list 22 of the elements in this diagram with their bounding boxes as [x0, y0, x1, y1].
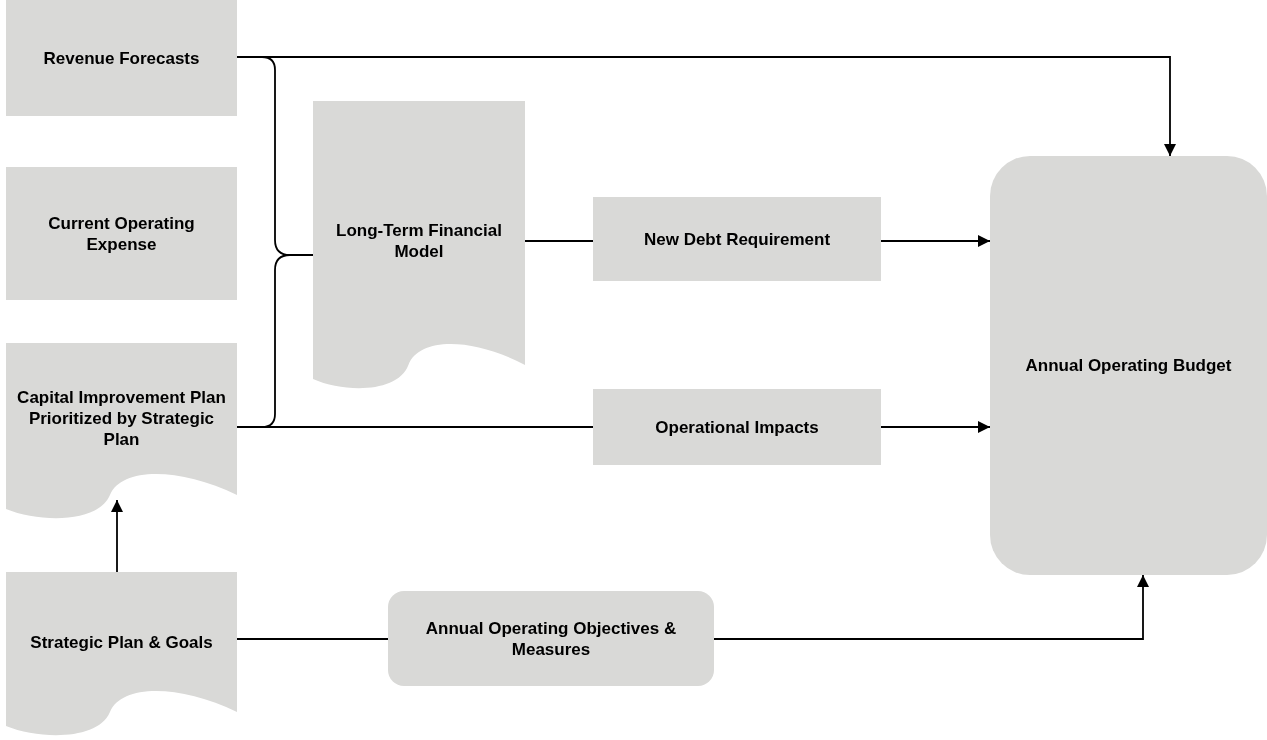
rounded-box	[388, 591, 714, 686]
connector-line	[236, 254, 314, 428]
node-label: Revenue Forecasts	[42, 47, 201, 69]
node-label: Operational Impacts	[654, 416, 820, 438]
node-label: Annual Operating Budget	[1024, 355, 1233, 376]
node-label: Strategic Plan & Goals	[29, 631, 214, 653]
arrow	[880, 235, 991, 247]
node-label: Current Operating Expense	[47, 212, 196, 255]
node-label: Capital Improvement Plan Prioritized by Strategic Plan	[16, 386, 227, 450]
arrow	[880, 421, 991, 433]
rounded-box	[990, 156, 1267, 575]
process-box	[593, 389, 881, 465]
arrow	[111, 499, 123, 573]
process-box	[593, 197, 881, 281]
connector-line	[236, 638, 389, 640]
arrow	[713, 574, 1149, 640]
node-label: New Debt Requirement	[642, 228, 832, 250]
connector-line	[524, 240, 594, 242]
node-label: Annual Operating Objectives & Measures	[424, 617, 678, 660]
process-box	[6, 167, 237, 300]
process-box	[6, 0, 237, 116]
node-label: Long-Term Financial Model	[335, 220, 503, 262]
